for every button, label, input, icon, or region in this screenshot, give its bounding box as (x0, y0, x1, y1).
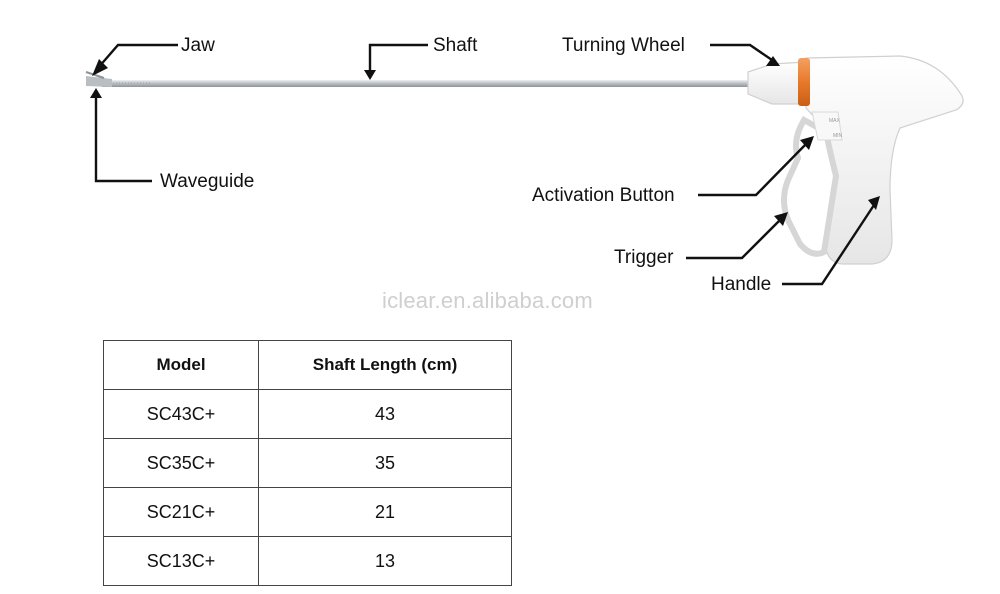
jaw (85, 71, 112, 87)
table-header-shaft-length: Shaft Length (cm) (258, 340, 512, 390)
button-min-label: MIN (833, 133, 843, 139)
turning-wheel-label: Turning Wheel (562, 35, 685, 56)
waveguide-arrowhead (90, 88, 102, 98)
turning-wheel-pointer (710, 43, 773, 61)
trigger-pointer (686, 217, 783, 260)
table-cell-model: SC43C+ (103, 389, 259, 439)
table-cell-model: SC35C+ (103, 438, 259, 488)
handle-body (747, 55, 964, 265)
shaft (100, 80, 760, 87)
table-row: SC35C+ 35 (103, 438, 512, 488)
activation-button-label: Activation Button (532, 185, 675, 206)
shaft-arrowhead (364, 70, 376, 80)
trigger-arrowhead (774, 212, 788, 226)
arrowheads (90, 56, 880, 226)
spec-table: Model Shaft Length (cm) SC43C+ 43 SC35C+… (103, 340, 512, 586)
table-row: SC21C+ 21 (103, 487, 512, 537)
trigger-label: Trigger (614, 247, 674, 268)
waveguide-label: Waveguide (160, 171, 255, 192)
table-cell-length: 21 (258, 487, 512, 537)
table-header-model: Model (103, 340, 259, 390)
table-header-row: Model Shaft Length (cm) (103, 340, 512, 390)
jaw-arrowhead (92, 59, 108, 76)
handle-label: Handle (711, 274, 772, 295)
button-max-label: MAX (829, 118, 841, 124)
table-cell-length: 13 (258, 536, 512, 586)
pointer-lines (94, 43, 878, 286)
shaft-label: Shaft (433, 35, 478, 56)
turning-wheel (798, 58, 810, 106)
table-cell-length: 35 (258, 438, 512, 488)
waveguide-pointer (94, 95, 152, 183)
turning-wheel-arrowhead (766, 56, 780, 66)
table-row: SC13C+ 13 (103, 536, 512, 586)
activation-button-arrowhead (800, 136, 814, 150)
jaw-label: Jaw (181, 35, 215, 56)
shaft-pointer (368, 43, 428, 72)
activation-button-pointer (698, 141, 809, 197)
handle-pointer (782, 201, 878, 286)
table-row: SC43C+ 43 (103, 389, 512, 439)
watermark: iclear.en.alibaba.com (382, 288, 593, 313)
table-cell-model: SC21C+ (103, 487, 259, 537)
handle-arrowhead (868, 196, 880, 210)
table-cell-model: SC13C+ (103, 536, 259, 586)
table-cell-length: 43 (258, 389, 512, 439)
jaw-pointer (97, 43, 178, 69)
